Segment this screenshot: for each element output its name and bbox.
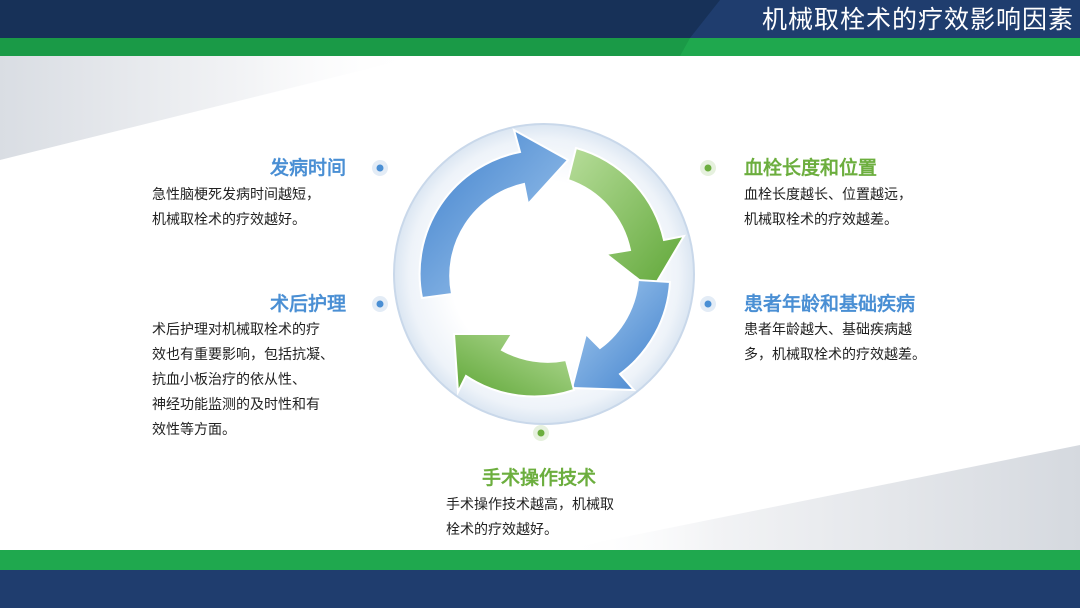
cycle-arrow-green-bottom [452,333,576,398]
factor-technique-title: 手术操作技术 [482,467,597,489]
slide-title: 机械取栓术的疗效影响因素 [761,5,1074,34]
bullet-dot-blue [372,296,388,312]
factor-patient-title: 患者年龄和基础疾病 [744,293,916,315]
factor-clot-title: 血栓长度和位置 [744,157,878,179]
bullet-dot-green [533,425,549,441]
cycle-arrow-blue-bottom [570,278,672,392]
footer-navy-band [0,570,1080,608]
bullet-dot-green [700,160,716,176]
cycle-arrow-green-right [566,146,687,292]
factor-postop-body: 术后护理对机械取栓术的疗 效也有重要影响，包括抗凝、 抗血小板治疗的依从性、 神… [152,322,334,438]
cycle-diagram [393,123,695,425]
factor-technique-body: 手术操作技术越高，机械取 栓术的疗效越好。 [446,497,614,538]
bullet-dot-blue [700,296,716,312]
factor-onset-title: 发病时间 [269,157,346,179]
cycle-arrow-blue-top [418,127,570,300]
factor-postop-title: 术后护理 [269,293,346,315]
factor-patient-body: 患者年龄越大、基础疾病越 多，机械取栓术的疗效越差。 [744,322,926,363]
header-diagonal [0,0,720,56]
bullet-dot-blue [372,160,388,176]
factor-onset-body: 急性脑梗死发病时间越短， 机械取栓术的疗效越好。 [152,187,320,228]
factor-clot-body: 血栓长度越长、位置越远， 机械取栓术的疗效越差。 [744,187,912,228]
footer-green-band [0,550,1080,570]
